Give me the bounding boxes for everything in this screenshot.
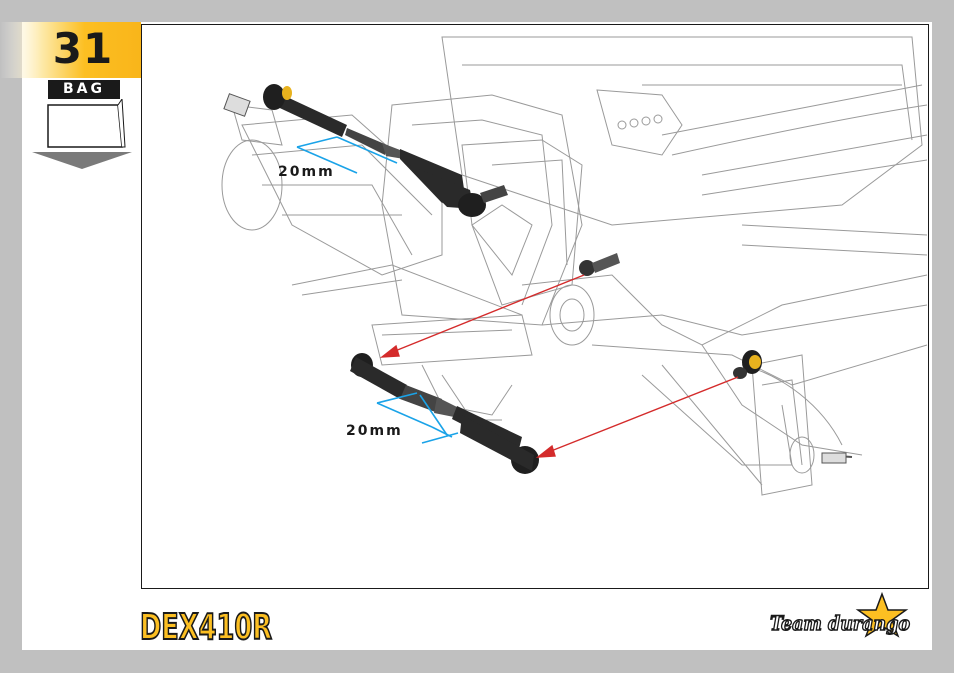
assembly-diagram: 20mm 20mm: [141, 24, 929, 589]
product-logo: DEX410R: [140, 603, 275, 645]
bag-label: BAG: [48, 80, 120, 99]
upper-link-length-label: 20mm: [278, 164, 335, 180]
direction-arrows: [382, 275, 738, 457]
svg-text:Team durango: Team durango: [770, 611, 910, 635]
lower-link-length-label: 20mm: [346, 423, 403, 439]
bag-icon: [30, 99, 134, 171]
svg-text:DEX410R: DEX410R: [140, 607, 272, 645]
brand-logo: Team durango: [766, 592, 926, 650]
lower-turnbuckle: [350, 353, 539, 474]
chassis-drawing: [142, 25, 929, 589]
step-number: 31: [48, 24, 118, 74]
